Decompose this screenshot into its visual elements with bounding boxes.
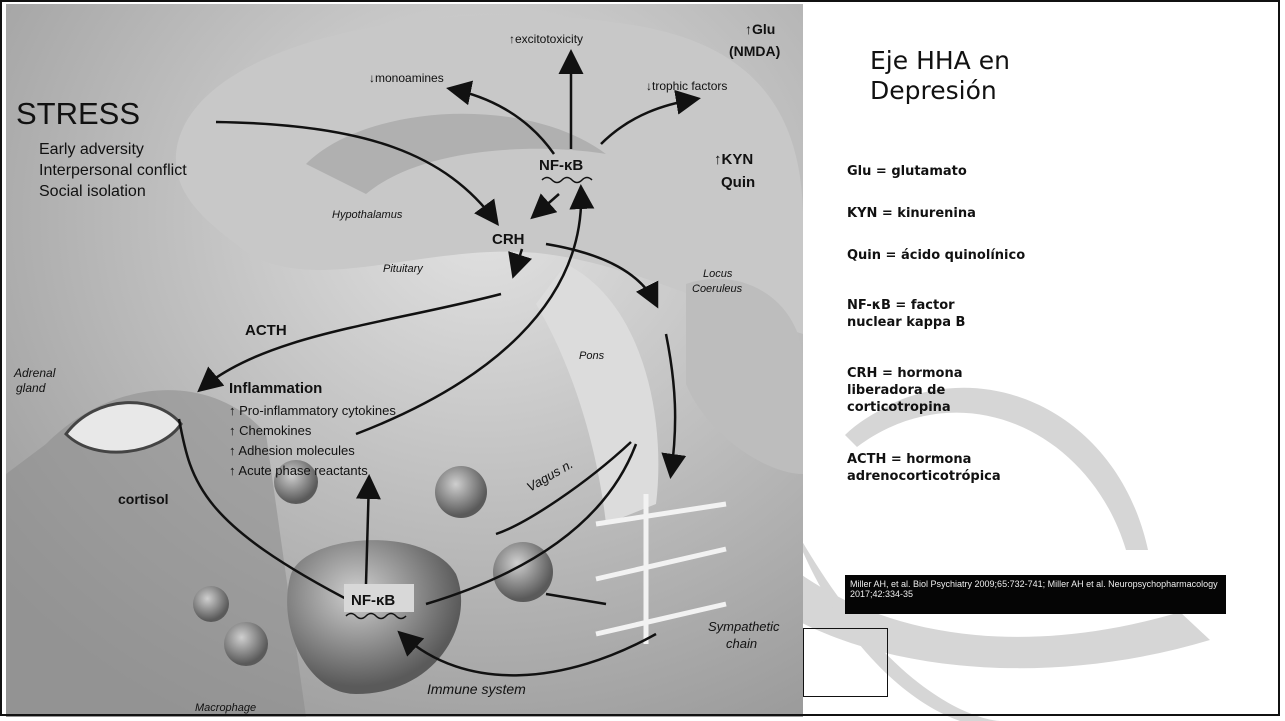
slide-border	[0, 0, 1280, 716]
slide: STRESS Early adversity Interpersonal con…	[0, 0, 1285, 721]
